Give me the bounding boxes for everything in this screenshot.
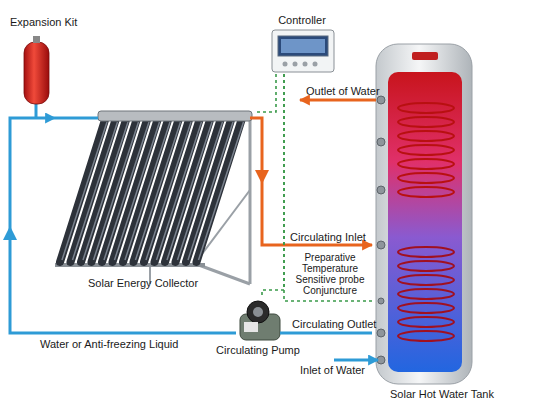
control-wire	[262, 74, 284, 298]
controller-device	[272, 30, 334, 72]
port-label: Circulating Inlet	[290, 231, 366, 243]
circulating-pump: Circulating Pump	[236, 298, 280, 358]
pipe-stub	[250, 117, 255, 120]
return-pipe	[280, 332, 372, 335]
edge-label: Water or Anti-freezing Liquid	[40, 338, 178, 350]
circulating-pump	[240, 301, 280, 340]
expansion-vessel	[24, 36, 49, 118]
hot-pipe	[255, 118, 372, 245]
solar-collector: Solar Energy Collector	[55, 104, 255, 290]
node-label: Solar Hot Water Tank	[390, 388, 494, 400]
node-label: Controller	[278, 14, 326, 26]
sensor-wire	[284, 74, 372, 301]
node-label: Solar Energy Collector	[88, 277, 198, 289]
pipe-stub	[55, 117, 98, 120]
vacuum-tube-collector	[55, 111, 252, 284]
sensor-wire	[255, 74, 276, 112]
port-label: Circulating Outlet	[292, 318, 376, 330]
port-label: Inlet of Water	[300, 364, 365, 376]
expansion-kit: Expansion Kit	[6, 14, 80, 110]
inlet-pipe	[334, 359, 378, 362]
water-tank: Solar Hot Water Tank	[372, 38, 482, 402]
node-label: Expansion Kit	[10, 16, 77, 28]
sensor-label: Preparative Temperature Sensitive probe …	[287, 252, 373, 296]
outlet-pipe	[300, 99, 376, 102]
controller: Controller	[262, 12, 342, 74]
node-label: Circulating Pump	[216, 344, 300, 356]
cold-pipe	[10, 118, 236, 333]
hot-water-tank	[376, 44, 472, 384]
port-label: Outlet of Water	[306, 85, 380, 97]
